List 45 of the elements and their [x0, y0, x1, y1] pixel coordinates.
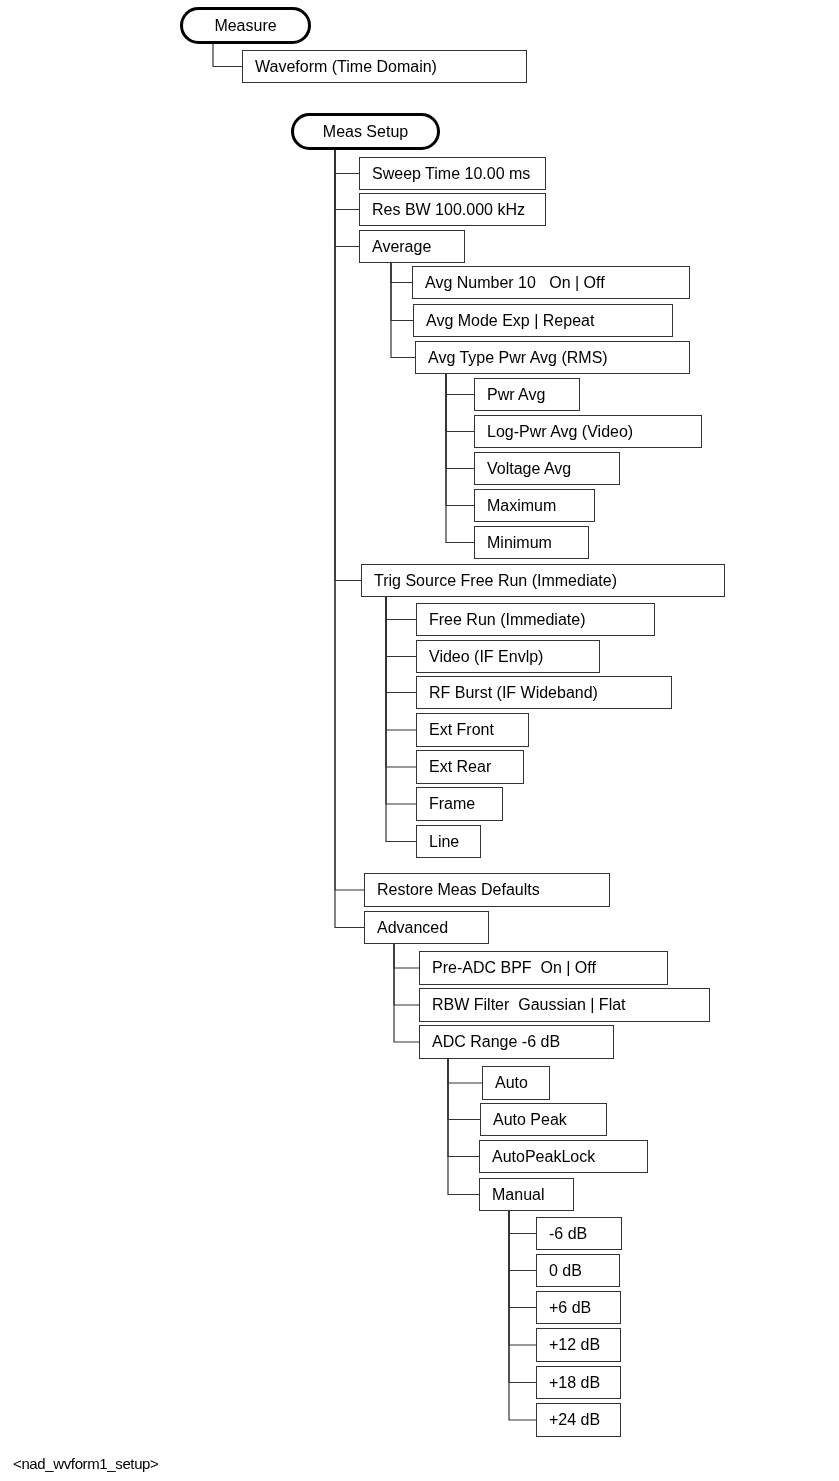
menu-key-box: Sweep Time 10.00 ms: [359, 157, 546, 190]
tree-connector: [393, 943, 420, 1043]
menu-key-box: Pwr Avg: [474, 378, 580, 411]
tree-connector: [385, 596, 417, 843]
tree-connector: [508, 1210, 537, 1421]
tree-connector: [390, 262, 416, 359]
menu-key-box: Manual: [479, 1178, 574, 1211]
tree-connector: [447, 1058, 480, 1196]
menu-key-box: Average: [359, 230, 465, 263]
menu-key-box: +18 dB: [536, 1366, 621, 1399]
menu-key-box: 0 dB: [536, 1254, 620, 1287]
menu-key-box: Avg Number 10 On | Off: [412, 266, 690, 299]
menu-key-box: Res BW 100.000 kHz: [359, 193, 546, 226]
hardkey-button: Measure: [180, 7, 311, 44]
menu-key-box: +24 dB: [536, 1403, 621, 1437]
menu-key-box: Auto Peak: [480, 1103, 607, 1136]
menu-key-box: Auto: [482, 1066, 550, 1100]
menu-key-box: RBW Filter Gaussian | Flat: [419, 988, 710, 1022]
menu-key-box: Avg Mode Exp | Repeat: [413, 304, 673, 337]
menu-key-box: Video (IF Envlp): [416, 640, 600, 673]
menu-key-box: Pre-ADC BPF On | Off: [419, 951, 668, 985]
menu-key-box: Trig Source Free Run (Immediate): [361, 564, 725, 597]
tree-connector: [445, 373, 475, 544]
menu-key-box: Waveform (Time Domain): [242, 50, 527, 83]
hardkey-button: Meas Setup: [291, 113, 440, 150]
menu-key-box: Ext Front: [416, 713, 529, 747]
tree-connector: [212, 43, 243, 68]
menu-key-box: Minimum: [474, 526, 589, 559]
menu-key-box: Maximum: [474, 489, 595, 522]
menu-key-box: Free Run (Immediate): [416, 603, 655, 636]
menu-key-box: -6 dB: [536, 1217, 622, 1250]
menu-key-box: Advanced: [364, 911, 489, 944]
menu-key-box: Frame: [416, 787, 503, 821]
menu-key-box: Avg Type Pwr Avg (RMS): [415, 341, 690, 374]
menu-key-box: +6 dB: [536, 1291, 621, 1324]
menu-key-box: +12 dB: [536, 1328, 621, 1362]
menu-key-box: ADC Range -6 dB: [419, 1025, 614, 1059]
menu-key-box: Line: [416, 825, 481, 858]
menu-key-box: Voltage Avg: [474, 452, 620, 485]
menu-key-box: Ext Rear: [416, 750, 524, 784]
menu-key-box: RF Burst (IF Wideband): [416, 676, 672, 709]
menu-key-box: AutoPeakLock: [479, 1140, 648, 1173]
menu-key-box: Restore Meas Defaults: [364, 873, 610, 907]
menu-key-box: Log-Pwr Avg (Video): [474, 415, 702, 448]
figure-id-label: <nad_wvform1_setup>: [13, 1454, 159, 1474]
